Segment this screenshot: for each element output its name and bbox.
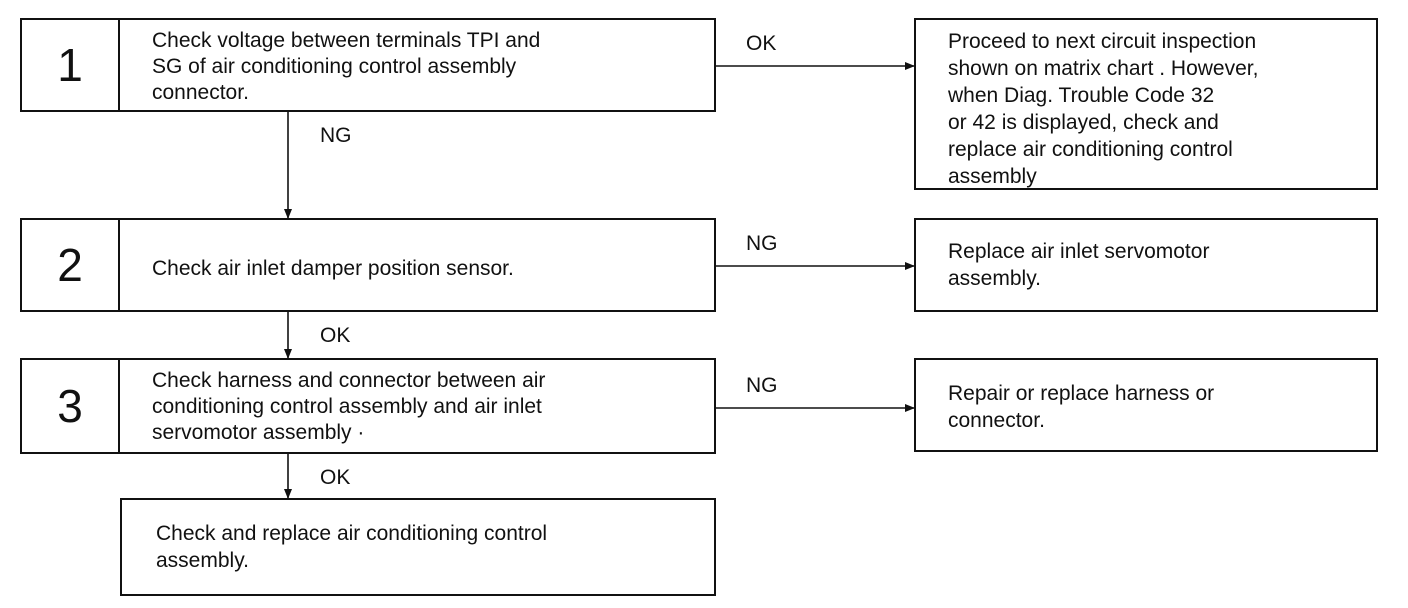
result-1-text: Proceed to next circuit inspection shown… bbox=[948, 30, 1259, 188]
edge-label-step2-ok: OK bbox=[320, 324, 351, 347]
result-1-box: Proceed to next circuit inspection shown… bbox=[914, 18, 1378, 190]
step-3-text: Check harness and connector between air … bbox=[152, 369, 546, 444]
step-1-box: 1 Check voltage between terminals TPI an… bbox=[20, 18, 716, 112]
step-2-text: Check air inlet damper position sensor. bbox=[152, 257, 514, 280]
final-text: Check and replace air conditioning contr… bbox=[156, 522, 548, 572]
step-1-text: Check voltage between terminals TPI and … bbox=[152, 29, 541, 104]
edge-label-step2-ng: NG bbox=[746, 232, 778, 255]
edge-label-step3-ok: OK bbox=[320, 466, 351, 489]
step-2-number: 2 bbox=[22, 220, 120, 310]
step-3-box: 3 Check harness and connector between ai… bbox=[20, 358, 716, 454]
step-2-box: 2 Check air inlet damper position sensor… bbox=[20, 218, 716, 312]
edge-label-step1-ng: NG bbox=[320, 124, 352, 147]
edge-label-step3-ng: NG bbox=[746, 374, 778, 397]
result-2-text: Replace air inlet servomotor assembly. bbox=[948, 240, 1210, 290]
result-2-box: Replace air inlet servomotor assembly. bbox=[914, 218, 1378, 312]
result-3-box: Repair or replace harness or connector. bbox=[914, 358, 1378, 452]
final-box: Check and replace air conditioning contr… bbox=[120, 498, 716, 596]
result-3-text: Repair or replace harness or connector. bbox=[948, 382, 1215, 432]
edge-label-step1-ok: OK bbox=[746, 32, 777, 55]
step-1-number: 1 bbox=[22, 20, 120, 110]
step-3-number: 3 bbox=[22, 360, 120, 452]
